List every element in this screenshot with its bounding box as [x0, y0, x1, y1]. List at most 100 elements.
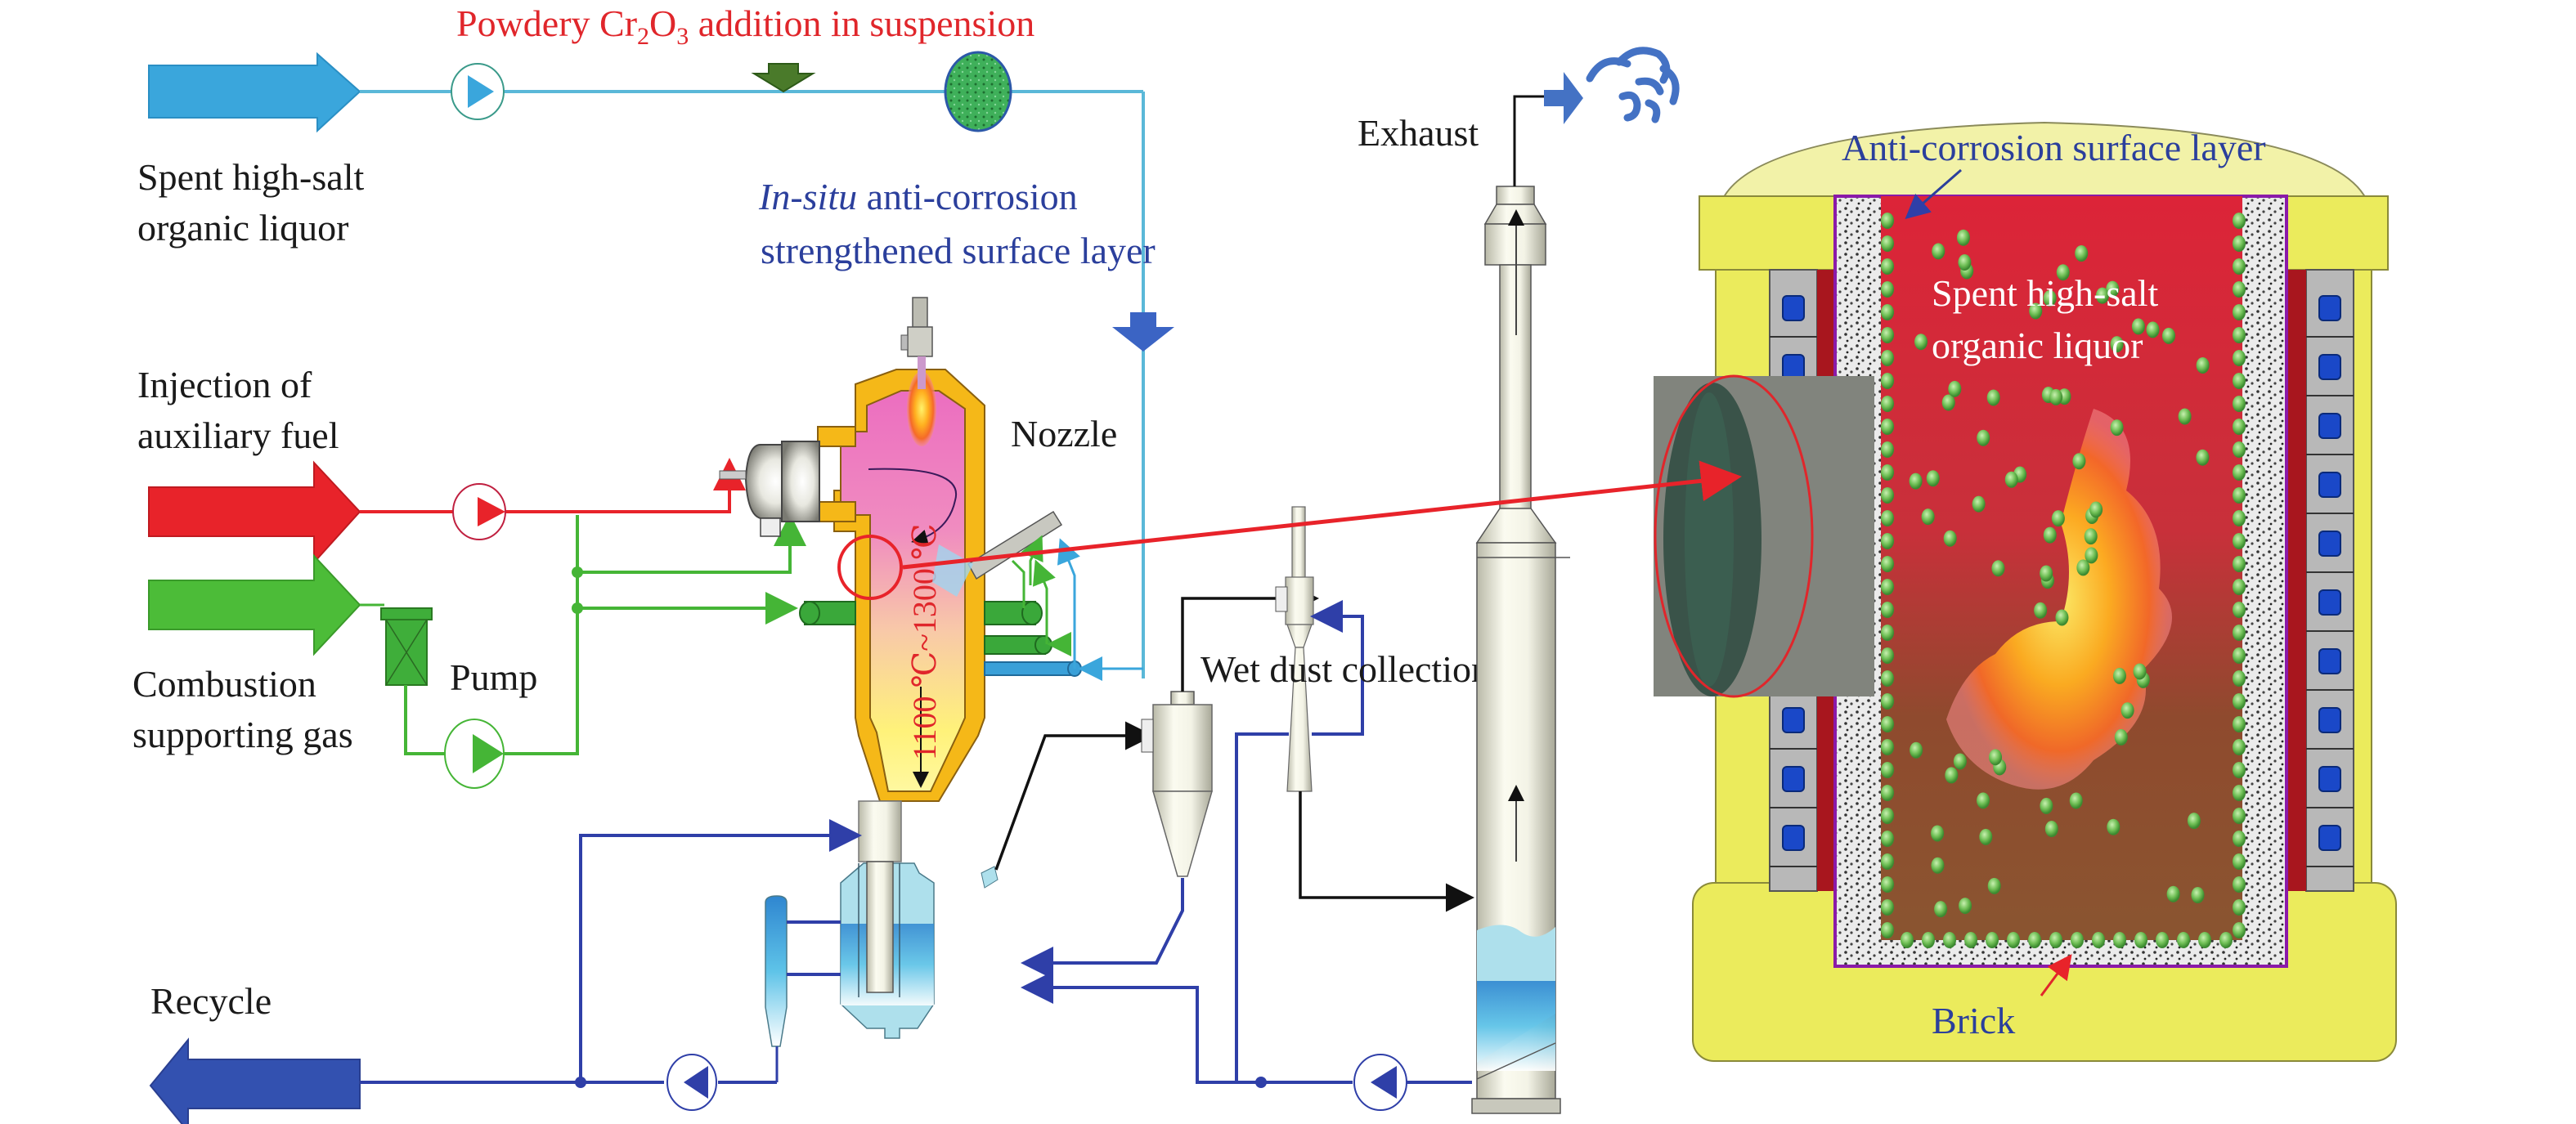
surface-layer-particle	[1881, 281, 1894, 298]
suspended-cr2o3-particle	[2043, 289, 2057, 307]
suspended-cr2o3-particle	[1953, 753, 1967, 770]
heater-element-icon	[1782, 766, 1805, 792]
surface-layer-particle	[1881, 464, 1894, 481]
suspended-cr2o3-particle	[1977, 429, 1990, 446]
surface-layer-particle	[1881, 602, 1894, 618]
surface-layer-particle	[2233, 831, 2246, 847]
heater-element-icon	[2318, 589, 2341, 616]
surface-layer-particle	[2233, 533, 2246, 549]
heater-element-icon	[1782, 825, 1805, 851]
surface-layer-particle	[2049, 932, 2062, 948]
anti-corrosion-layer-label: Anti-corrosion surface layer	[1842, 127, 2266, 168]
suspended-cr2o3-particle	[2049, 388, 2063, 405]
surface-layer-particle	[1881, 441, 1894, 458]
scrubber-return-line	[1021, 971, 1472, 1111]
surface-layer-particle	[2233, 281, 2246, 298]
surface-layer-particle	[1881, 350, 1894, 366]
surface-layer-particle	[1943, 932, 1956, 948]
suspended-cr2o3-particle	[2076, 559, 2090, 576]
pump-label: Pump	[450, 656, 537, 698]
surface-layer-particle	[2233, 785, 2246, 801]
heater-element-icon	[2318, 825, 2341, 851]
surface-layer-particle	[2233, 327, 2246, 343]
suspended-cr2o3-particle	[2178, 408, 2192, 425]
suspended-cr2o3-particle	[2034, 602, 2048, 619]
combustion-gas-line	[148, 513, 806, 789]
suspended-cr2o3-particle	[2069, 792, 2083, 809]
suspended-cr2o3-particle	[1959, 898, 1972, 915]
suspended-cr2o3-particle	[2196, 356, 2210, 374]
surface-layer-particle	[2233, 235, 2246, 252]
auxiliary-fuel-line	[148, 458, 746, 565]
suspended-cr2o3-particle	[2040, 565, 2053, 582]
cr2o3-powder-icon	[944, 51, 1012, 132]
surface-layer-particle	[2233, 350, 2246, 366]
suspended-cr2o3-particle	[2075, 244, 2089, 262]
suspended-cr2o3-particle	[1932, 243, 1945, 260]
suspended-cr2o3-particle	[2029, 302, 2043, 320]
heater-element-icon	[2318, 354, 2341, 380]
suspended-cr2o3-particle	[1979, 828, 1993, 845]
surface-layer-particle	[2071, 932, 2084, 948]
surface-layer-particle	[2233, 853, 2246, 870]
surface-layer-particle	[2233, 579, 2246, 595]
wet-dust-collection-label: Wet dust collection	[1200, 648, 1490, 690]
surface-layer-particle	[1881, 739, 1894, 755]
surface-layer-particle	[2233, 487, 2246, 504]
recycle-line	[149, 819, 862, 1124]
suspended-cr2o3-particle	[2072, 453, 2086, 470]
suspended-cr2o3-particle	[1931, 825, 1945, 842]
surface-layer-particle	[1881, 625, 1894, 641]
furnace-liquor-label-line1: Spent high-salt	[1932, 272, 2158, 314]
surface-layer-particle	[1881, 647, 1894, 664]
surface-layer-particle	[1901, 932, 1914, 948]
surface-layer-particle	[2233, 304, 2246, 320]
suspended-cr2o3-particle	[2056, 264, 2070, 281]
suspended-cr2o3-particle	[1991, 560, 2005, 577]
nozzle-label: Nozzle	[1011, 413, 1117, 455]
spray-icon	[932, 544, 973, 597]
suspended-cr2o3-particle	[1987, 877, 2001, 894]
incinerator-reactor: 1100 ℃~1300 ℃	[817, 297, 985, 802]
furnace-cross-section	[1692, 121, 2397, 1062]
surface-layer-particle	[1881, 762, 1894, 778]
surface-layer-particle	[2233, 419, 2246, 435]
gas-pump-icon	[444, 719, 505, 789]
surface-layer-particle	[1922, 932, 1935, 948]
surface-layer-particle	[2219, 932, 2233, 948]
venturi-scrubber	[1235, 506, 1474, 1082]
spent-liquor-feed-line	[148, 51, 1174, 678]
suspended-cr2o3-particle	[1948, 380, 1962, 397]
furnace-liquor-label-line2: organic liquor	[1932, 325, 2143, 366]
suspended-cr2o3-particle	[1977, 792, 1990, 809]
suspended-cr2o3-particle	[2004, 471, 2018, 488]
suspended-cr2o3-particle	[2106, 280, 2120, 298]
surface-layer-particle	[1881, 373, 1894, 389]
suspended-cr2o3-particle	[2133, 663, 2147, 680]
surface-layer-particle	[2233, 258, 2246, 275]
surface-layer-particle	[1881, 670, 1894, 687]
surface-layer-particle	[1881, 556, 1894, 572]
surface-layer-particle	[1881, 533, 1894, 549]
surface-layer-particle	[2233, 373, 2246, 389]
suspended-cr2o3-particle	[2044, 821, 2058, 838]
corrosion-spot-highlight	[837, 535, 903, 600]
suspended-cr2o3-particle	[2114, 728, 2128, 746]
surface-layer-particle	[2233, 647, 2246, 664]
surface-layer-particle	[2233, 693, 2246, 710]
surface-layer-particle	[2233, 670, 2246, 687]
spent-liquor-label-line1: Spent high-salt	[137, 156, 364, 198]
surface-layer-particle	[2233, 762, 2246, 778]
surface-layer-particle	[1881, 808, 1894, 824]
combustion-label-line1: Combustion	[132, 663, 316, 705]
anti-corrosion-pointer	[1905, 168, 1962, 219]
heater-element-icon	[2318, 472, 2341, 498]
suspended-cr2o3-particle	[2120, 702, 2134, 719]
suspended-cr2o3-particle	[1926, 470, 1940, 487]
surface-layer-particle	[2233, 396, 2246, 412]
surface-layer-particle	[2177, 932, 2190, 948]
suspended-cr2o3-particle	[2110, 419, 2124, 437]
suspended-cr2o3-particle	[2089, 501, 2103, 518]
surface-layer-particle	[2113, 932, 2126, 948]
surface-layer-particle	[1881, 213, 1894, 229]
